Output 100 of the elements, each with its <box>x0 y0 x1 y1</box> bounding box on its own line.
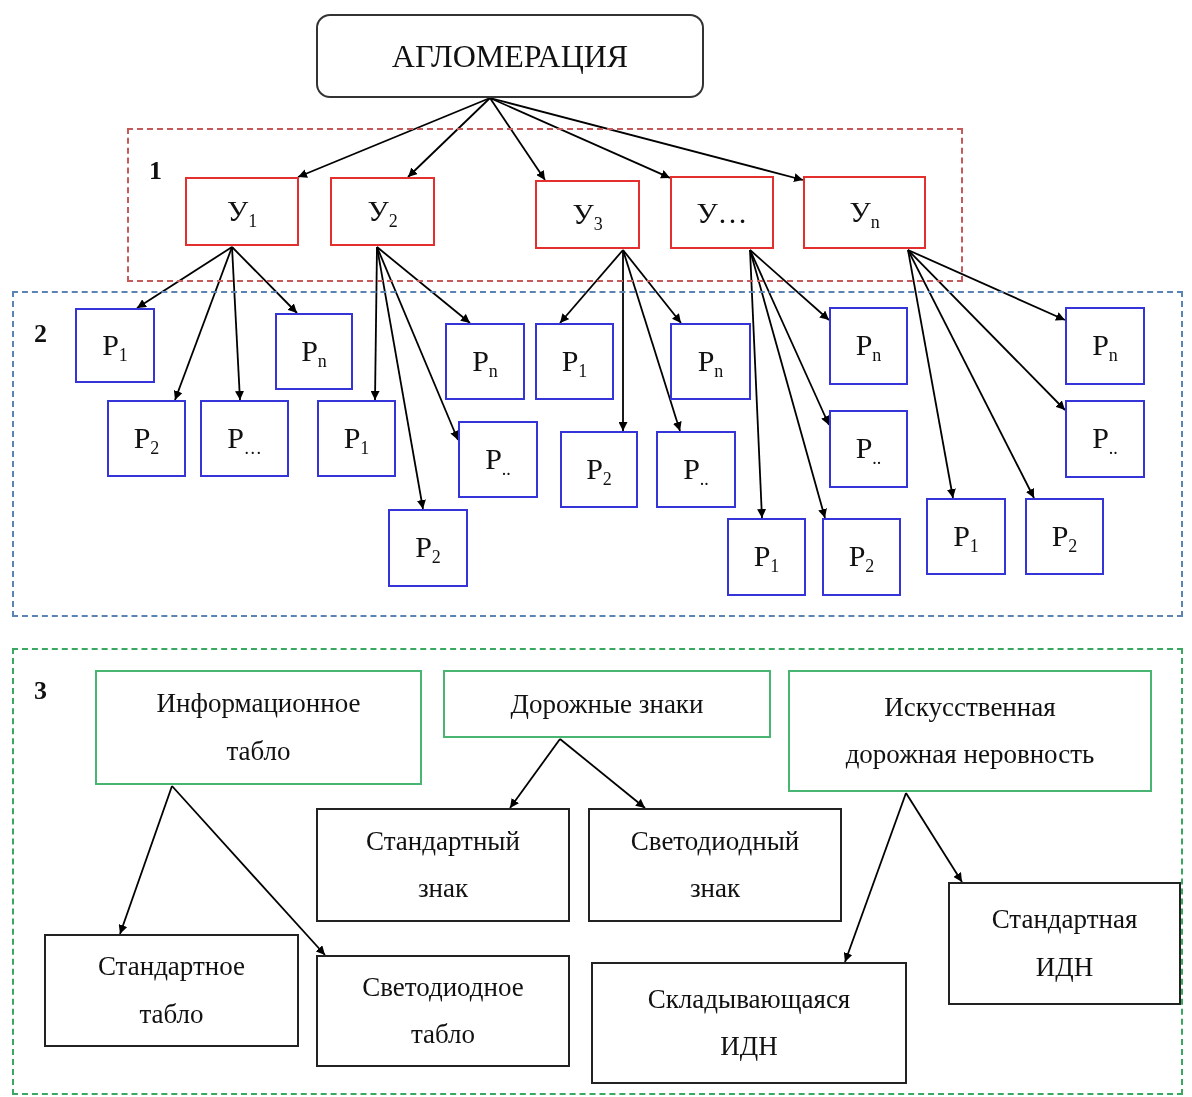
node-text: У$_{2}$ <box>367 192 398 234</box>
dashed-group-frame <box>127 128 963 282</box>
arrow <box>622 249 682 324</box>
arrow <box>907 249 1035 499</box>
node-text: Р$_{…}$ <box>227 419 262 461</box>
process-box <box>829 307 908 385</box>
node-text: У$_{3}$ <box>572 195 603 237</box>
node-text: Р$_{1}$ <box>102 326 128 368</box>
node-text: Р$_{n}$ <box>697 342 724 384</box>
process-box <box>788 670 1152 792</box>
process-box <box>822 518 901 596</box>
node-text: У$_{n}$ <box>849 193 880 235</box>
arrow <box>749 249 767 519</box>
arrow <box>749 249 827 519</box>
process-box <box>803 176 926 249</box>
process-box <box>185 177 299 246</box>
process-box <box>330 177 435 246</box>
node-text: У$_{1}$ <box>226 192 258 234</box>
node-text: Р$_{..}$ <box>1092 420 1118 461</box>
arrow <box>749 249 830 321</box>
process-box <box>316 955 570 1067</box>
node-text: Стандартная ИДН <box>990 903 1139 984</box>
process-box <box>656 431 736 508</box>
node-text: Р$_{..}$ <box>855 430 882 471</box>
arrow <box>907 249 1066 411</box>
node-text: Р$_{2}$ <box>1051 517 1078 559</box>
process-box <box>316 808 570 922</box>
arrow <box>376 246 459 441</box>
node-text: Р$_{..}$ <box>485 440 511 482</box>
arrow <box>376 246 471 324</box>
node-text: Светодиодный знак <box>629 824 801 905</box>
arrow <box>559 738 646 809</box>
process-box <box>591 962 907 1084</box>
group-number: 1 <box>149 158 162 184</box>
arrow <box>173 246 233 401</box>
node-text: Р$_{2}$ <box>848 538 875 579</box>
arrow <box>843 792 907 963</box>
arrow <box>509 738 561 809</box>
arrow <box>749 249 830 426</box>
process-box <box>926 498 1006 575</box>
process-box <box>275 313 353 390</box>
process-box <box>75 308 155 383</box>
node-text: Стандартное табло <box>96 950 247 1031</box>
process-box <box>107 400 186 477</box>
group-number: 2 <box>34 321 47 347</box>
process-box <box>458 421 538 498</box>
arrow <box>618 249 628 432</box>
arrow <box>376 246 426 510</box>
process-box <box>727 518 806 596</box>
title-box <box>316 14 704 98</box>
node-text: Р$_{2}$ <box>586 450 612 492</box>
node-text: Р$_{1}$ <box>343 419 370 461</box>
node-text: Р$_{n}$ <box>855 327 882 368</box>
process-box <box>1065 307 1145 385</box>
process-box <box>829 410 908 488</box>
arrow <box>231 246 298 314</box>
arrow <box>370 246 380 401</box>
process-box <box>535 323 614 400</box>
node-text: Светодиодное табло <box>361 970 525 1051</box>
node-text: АГЛОМЕРАЦИЯ <box>391 37 629 76</box>
process-box <box>1065 400 1145 478</box>
process-box <box>388 509 468 587</box>
arrow <box>489 97 671 179</box>
process-box <box>445 323 525 400</box>
process-box <box>443 670 771 738</box>
node-text: Р$_{2}$ <box>133 419 160 461</box>
arrow <box>297 97 491 178</box>
node-text: Информационное табло <box>155 687 362 768</box>
dashed-group-frame <box>12 291 1183 617</box>
node-text: Р$_{n}$ <box>1092 327 1118 368</box>
arrow <box>171 785 326 956</box>
node-text: Р$_{n}$ <box>472 342 498 384</box>
node-text: Р$_{1}$ <box>953 517 979 559</box>
arrow <box>136 246 233 309</box>
arrow <box>489 97 546 181</box>
arrow <box>905 792 963 883</box>
node-text: Р$_{1}$ <box>753 538 780 579</box>
process-box <box>535 180 640 249</box>
arrow <box>231 246 244 401</box>
node-text: Р$_{..}$ <box>683 450 709 492</box>
arrow <box>118 785 173 935</box>
arrow <box>907 249 956 499</box>
node-text: Искусственная дорожная неровность <box>844 690 1096 771</box>
node-text: Дорожные знаки <box>510 687 704 721</box>
group-number: 3 <box>34 678 47 704</box>
node-text: Р$_{1}$ <box>561 342 588 384</box>
arrow <box>407 97 491 178</box>
arrow <box>622 249 682 432</box>
arrow <box>907 249 1066 321</box>
node-text: У… <box>696 195 748 231</box>
process-box <box>317 400 396 477</box>
dashed-group-frame <box>12 648 1183 1095</box>
process-box <box>588 808 842 922</box>
node-text: Стандартный знак <box>365 824 521 905</box>
process-box <box>200 400 289 477</box>
process-box <box>670 176 774 249</box>
process-box <box>948 882 1181 1005</box>
process-box <box>1025 498 1104 575</box>
process-box <box>560 431 638 508</box>
node-text: Складывающаяся ИДН <box>646 982 852 1063</box>
